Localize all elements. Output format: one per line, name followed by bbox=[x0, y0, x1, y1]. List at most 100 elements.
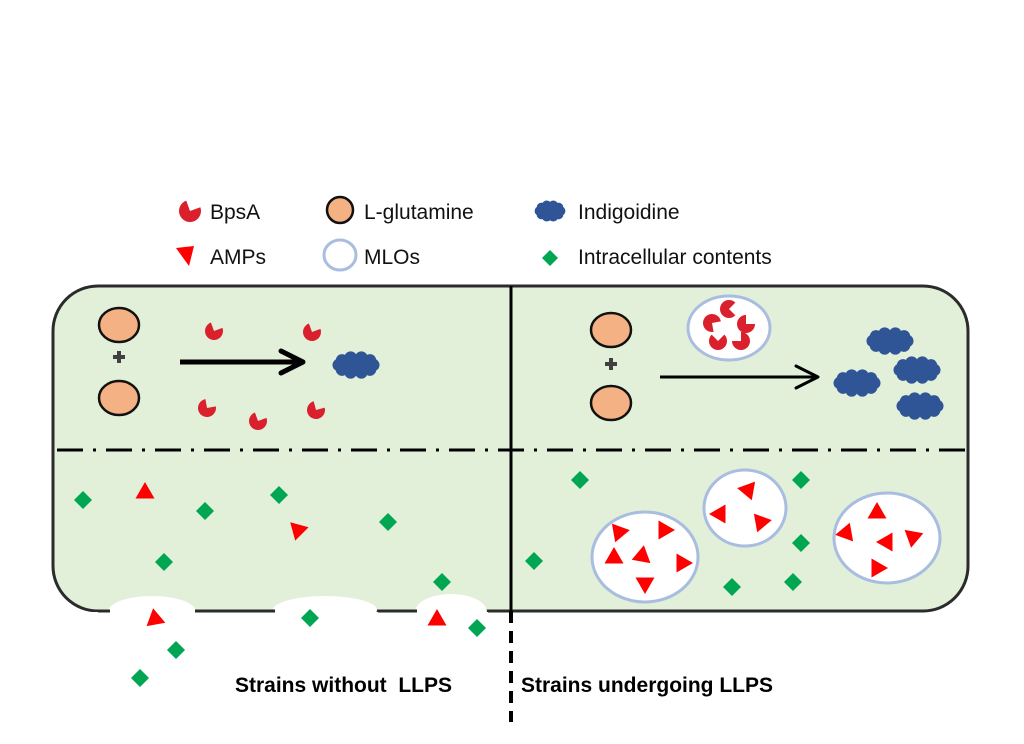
amp-sequestered-icon bbox=[835, 522, 854, 542]
amp-sequestered-icon bbox=[737, 481, 756, 501]
plus-icon bbox=[605, 358, 617, 370]
reaction-arrow-icon bbox=[180, 348, 306, 376]
left-bottom-quadrant bbox=[74, 482, 513, 742]
cloud-bump bbox=[908, 392, 921, 405]
amp-sequestered-icon bbox=[867, 502, 887, 519]
cloud-bump bbox=[916, 371, 929, 384]
legend-icon-intracellular-contents bbox=[542, 250, 558, 266]
intracellular-diamond-icon bbox=[571, 471, 589, 489]
cloud-bump bbox=[355, 366, 368, 379]
intracellular-leaked-icon bbox=[468, 619, 486, 637]
amp-sequestered-icon bbox=[611, 523, 630, 543]
bpsa-condensed-icon bbox=[732, 332, 750, 350]
cloud-bump bbox=[897, 330, 911, 343]
mlo-amp-condensate bbox=[590, 510, 700, 604]
bacterial-cell bbox=[51, 284, 975, 742]
red-triangle-icon bbox=[176, 246, 194, 266]
legend-icon-l-glutamine bbox=[325, 195, 355, 225]
intracellular-diamond-icon bbox=[155, 553, 173, 571]
plus-icon bbox=[113, 351, 125, 363]
indigoidine-cloud-icon bbox=[866, 327, 914, 355]
leak-area-mask bbox=[90, 612, 505, 742]
intracellular-diamond-icon bbox=[270, 486, 288, 504]
cloud-bump bbox=[924, 359, 938, 372]
legend-icons bbox=[176, 195, 566, 272]
arrow-head bbox=[278, 348, 306, 376]
left-top-quadrant bbox=[97, 306, 380, 431]
cloud-bump bbox=[344, 351, 357, 364]
intracellular-diamond-icon bbox=[792, 471, 810, 489]
cloud-bump bbox=[553, 202, 564, 213]
legend-label-indigoidine: Indigoidine bbox=[578, 201, 680, 224]
mlo-droplet bbox=[686, 294, 772, 362]
plus-v bbox=[609, 358, 613, 370]
indigoidine-cloud-icon bbox=[332, 351, 380, 379]
right-top-quadrant bbox=[589, 294, 944, 422]
mlo-bpsa-condensate bbox=[686, 294, 772, 362]
legend-label-l-glutamine: L-glutamine bbox=[364, 201, 474, 224]
hollow-circle-icon bbox=[322, 238, 358, 272]
legend-label-mlos: MLOs bbox=[364, 246, 420, 269]
bpsa-condensed-icon bbox=[703, 314, 721, 332]
bpsa-condensed-icon bbox=[709, 334, 727, 351]
amp-leaked-icon bbox=[146, 608, 166, 627]
plus-v bbox=[117, 351, 121, 363]
right-bottom-quadrant bbox=[525, 468, 942, 604]
intracellular-diamond-icon bbox=[525, 552, 543, 570]
intracellular-leaked-icon bbox=[131, 669, 149, 687]
legend-icon-mlos bbox=[322, 238, 358, 272]
amp-sequestered-icon bbox=[635, 577, 655, 594]
legend-icon-amps bbox=[176, 246, 194, 266]
intracellular-diamond-icon bbox=[792, 534, 810, 552]
legend-label-amps: AMPs bbox=[210, 246, 266, 269]
cloud-bump bbox=[927, 395, 941, 408]
l-glutamine-icon bbox=[97, 379, 141, 417]
l-glutamine-icon bbox=[589, 384, 633, 422]
l-glutamine-icon bbox=[589, 311, 633, 349]
caption-strains-without-llps: Strains without LLPS bbox=[235, 674, 452, 697]
bpsa-free-icon bbox=[303, 323, 322, 342]
bpsa-free-icon bbox=[307, 401, 325, 420]
bpsa-free-icon bbox=[205, 322, 223, 341]
amp-triangle-icon bbox=[290, 522, 309, 541]
reaction-arrow-icon bbox=[660, 364, 820, 390]
intracellular-leaked-icon bbox=[301, 609, 319, 627]
legend: BpsA L-glutamine Indigoidine AMPs MLOs I… bbox=[176, 195, 772, 272]
mlo-amp-condensate bbox=[702, 468, 788, 548]
legend-icon-indigoidine bbox=[534, 200, 566, 222]
amp-triangle-icon bbox=[135, 482, 155, 499]
cloud-bump bbox=[363, 354, 377, 367]
orange-circle-icon bbox=[325, 195, 355, 225]
amp-sequestered-icon bbox=[876, 532, 893, 552]
cloud-bump bbox=[864, 372, 878, 385]
intracellular-diamond-icon bbox=[74, 491, 92, 509]
cloud-bump bbox=[878, 327, 891, 340]
intracellular-diamond-icon bbox=[433, 573, 451, 591]
amp-sequestered-icon bbox=[658, 520, 675, 540]
amp-sequestered-icon bbox=[709, 504, 726, 524]
cloud-bump bbox=[889, 342, 902, 355]
cloud-bump bbox=[845, 369, 858, 382]
green-diamond-icon bbox=[542, 250, 558, 266]
pacman-icon bbox=[179, 200, 201, 223]
legend-label-intracellular-contents: Intracellular contents bbox=[578, 246, 772, 269]
l-glutamine-icon bbox=[97, 306, 141, 344]
amp-sequestered-icon bbox=[871, 558, 888, 578]
bpsa-free-icon bbox=[197, 399, 216, 417]
mlo-amp-condensate bbox=[832, 491, 942, 585]
indigoidine-cloud-icon bbox=[833, 369, 881, 397]
blue-cloud-icon bbox=[534, 200, 566, 222]
intracellular-diamond-icon bbox=[196, 502, 214, 520]
bpsa-condensed-icon bbox=[737, 315, 755, 333]
intracellular-leaked-icon bbox=[167, 641, 185, 659]
arrow-head bbox=[794, 364, 820, 390]
indigoidine-cloud-icon bbox=[896, 392, 944, 420]
legend-icon-bpsa bbox=[179, 200, 201, 223]
amp-sequestered-icon bbox=[904, 529, 924, 548]
intracellular-diamond-icon bbox=[379, 513, 397, 531]
intracellular-diamond-icon bbox=[723, 578, 741, 596]
bpsa-condensed-icon bbox=[720, 300, 736, 319]
indigoidine-cloud-icon bbox=[893, 356, 941, 384]
cloud-bump bbox=[856, 384, 869, 397]
